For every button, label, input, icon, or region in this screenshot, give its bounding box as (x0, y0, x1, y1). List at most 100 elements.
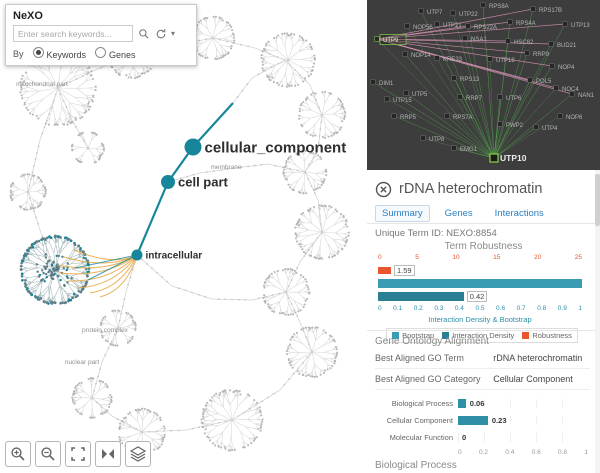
gene-node[interactable] (480, 2, 486, 8)
term-label[interactable]: intracellular (146, 251, 203, 262)
gene-label[interactable]: NOP4 (558, 65, 575, 71)
gene-node[interactable] (487, 56, 493, 62)
gene-node[interactable] (527, 77, 533, 83)
panel-scrollbar[interactable] (595, 170, 600, 473)
term-node-cellular-component[interactable] (184, 138, 202, 156)
gene-node[interactable] (530, 6, 536, 12)
gene-label[interactable]: RPS17B (539, 8, 562, 14)
gene-label[interactable]: DIM1 (379, 81, 394, 87)
gene-label[interactable]: NOP56 (413, 25, 433, 31)
gene-label[interactable]: UTP13 (571, 23, 590, 29)
gene-label[interactable]: RRP9 (533, 52, 550, 58)
tree-term-small-label[interactable]: protein complex (82, 327, 129, 334)
gene-label[interactable]: UTP5 (412, 92, 428, 98)
radio-label-genes[interactable]: Genes (109, 50, 136, 60)
tree-term-small-label[interactable]: nuclear part (65, 359, 100, 366)
gene-label[interactable]: UTP18 (496, 58, 515, 64)
gene-node[interactable] (557, 113, 563, 119)
gene-node[interactable] (533, 124, 539, 130)
search-input[interactable] (13, 25, 133, 42)
gene-node[interactable] (402, 51, 408, 57)
term-node-cell-part[interactable] (161, 175, 175, 189)
gene-label[interactable]: HSC82 (514, 40, 534, 46)
radio-genes[interactable] (95, 47, 107, 58)
gene-node[interactable] (457, 94, 463, 100)
gene-label[interactable]: NSA1 (471, 37, 487, 43)
layers-button[interactable] (125, 441, 151, 467)
gene-label[interactable]: UTP8 (429, 137, 445, 143)
zoom-in-button[interactable] (5, 441, 31, 467)
gene-node[interactable] (562, 21, 568, 27)
gene-label[interactable]: RRP5 (400, 115, 417, 121)
gene-label[interactable]: RPS13 (460, 77, 480, 83)
gene-network-view[interactable]: UTP7 UTP22 RPS8A RPS17B NOP56 UTP21 RPS22A RPS4… (367, 0, 600, 170)
gene-node[interactable] (451, 145, 457, 151)
gene-label[interactable]: EMG1 (460, 147, 478, 153)
fit-screen-button[interactable] (65, 441, 91, 467)
gene-label[interactable]: RPS7A (453, 115, 473, 121)
gene-node[interactable] (497, 121, 503, 127)
gene-label[interactable]: POL5 (536, 79, 552, 85)
gene-node[interactable] (548, 41, 554, 47)
gene-label[interactable]: RPS22A (474, 25, 497, 31)
gene-label[interactable]: NOC4 (562, 87, 579, 93)
caret-down-icon[interactable]: ▾ (171, 29, 176, 38)
gene-node[interactable] (553, 85, 559, 91)
gene-node[interactable] (497, 94, 503, 100)
search-icon[interactable] (138, 28, 150, 40)
tree-term-small-label[interactable]: mitochondrial part (16, 81, 68, 88)
tab-genes[interactable]: Genes (444, 208, 473, 219)
gene-node[interactable] (420, 135, 426, 141)
gene-node[interactable] (391, 113, 397, 119)
tab-summary[interactable]: Summary (375, 205, 430, 222)
gene-label[interactable]: UTP4 (542, 126, 558, 132)
tab-interactions[interactable]: Interactions (494, 208, 544, 219)
gene-label[interactable]: RPS4A (516, 21, 536, 27)
gene-label[interactable]: RPS8A (489, 4, 509, 10)
gene-label[interactable]: UTP22 (459, 12, 478, 18)
gene-label[interactable]: UTP15 (393, 98, 412, 104)
term-label[interactable]: cellular_component (205, 139, 347, 156)
gene-node[interactable] (434, 55, 440, 61)
term-node-intracellular[interactable] (131, 249, 143, 261)
gene-node[interactable] (450, 10, 456, 16)
gene-node[interactable] (569, 91, 575, 97)
gene-node[interactable] (374, 36, 380, 42)
gene-node[interactable] (465, 23, 471, 29)
gene-node[interactable] (418, 8, 424, 14)
gene-node[interactable] (444, 113, 450, 119)
gene-node[interactable] (384, 96, 390, 102)
gene-label[interactable]: UTP7 (427, 10, 443, 16)
gene-node[interactable] (434, 21, 440, 27)
gene-node[interactable] (370, 79, 376, 85)
gene-node[interactable] (507, 19, 513, 25)
gene-label[interactable]: PWP2 (506, 123, 524, 129)
term-label[interactable]: cell part (178, 175, 229, 190)
zoom-out-button[interactable] (35, 441, 61, 467)
gene-label[interactable]: RRP7 (466, 96, 483, 102)
gene-node[interactable] (403, 90, 409, 96)
gene-label[interactable]: NOP14 (411, 53, 431, 59)
gene-label[interactable]: UTP9 (383, 38, 399, 44)
gene-label[interactable]: NAN1 (578, 93, 595, 99)
gene-node[interactable] (451, 75, 457, 81)
gene-node[interactable] (524, 50, 530, 56)
radio-label-keywords[interactable]: Keywords (46, 50, 87, 60)
reset-icon[interactable] (155, 28, 167, 40)
fit-selection-button[interactable] (95, 441, 121, 467)
gene-node[interactable] (404, 23, 410, 29)
gene-label[interactable]: UTP21 (443, 23, 462, 29)
radio-keywords[interactable] (32, 47, 44, 58)
gene-label[interactable]: NOP6 (566, 115, 583, 121)
close-button[interactable] (375, 181, 392, 198)
gene-node[interactable] (505, 38, 511, 44)
gene-node[interactable] (489, 153, 499, 163)
gene-label[interactable]: BUD21 (557, 43, 577, 49)
gene-label[interactable]: UTP6 (506, 96, 522, 102)
gene-node[interactable] (462, 35, 468, 41)
gene-label[interactable]: KRE33 (443, 57, 463, 63)
gene-node[interactable] (549, 63, 555, 69)
gene-label[interactable]: UTP10 (500, 153, 527, 163)
tree-term-small-label[interactable]: membrane (210, 164, 241, 171)
